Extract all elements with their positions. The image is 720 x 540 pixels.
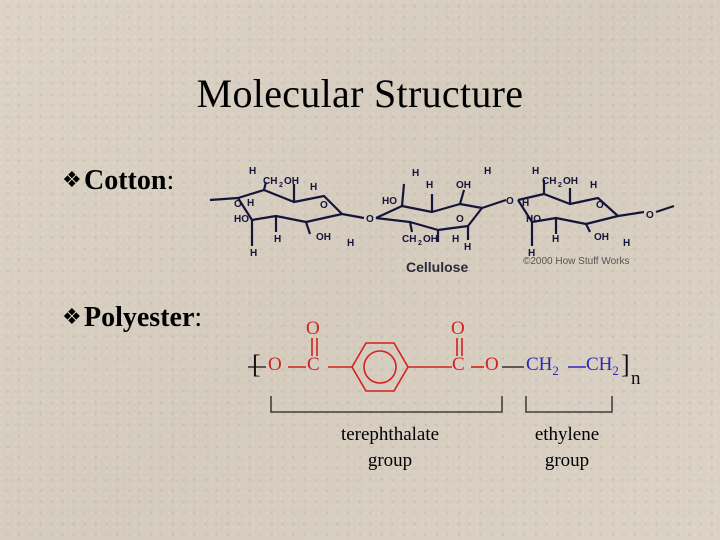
bullet-colon: : <box>166 165 175 196</box>
svg-text:OH: OH <box>563 176 578 187</box>
svg-text:2: 2 <box>279 182 283 189</box>
svg-text:H: H <box>522 198 529 209</box>
svg-text:H: H <box>426 180 433 191</box>
svg-text:OH: OH <box>284 176 299 187</box>
svg-text:O: O <box>456 214 464 225</box>
svg-text:CH: CH <box>402 234 416 245</box>
bullet-polyester: ❖Polyester: <box>62 302 202 334</box>
ethylene-ch2: CH2 <box>586 354 619 378</box>
svg-text:H: H <box>274 234 281 245</box>
polyester-diagram <box>248 338 613 413</box>
svg-text:HO: HO <box>234 214 249 225</box>
svg-text:H: H <box>452 234 459 245</box>
atom-label: CH <box>263 176 277 187</box>
svg-text:OH: OH <box>594 232 609 243</box>
svg-text:OH: OH <box>423 234 438 245</box>
repeat-subscript: n <box>631 368 641 389</box>
svg-text:H: H <box>590 180 597 191</box>
svg-text:2: 2 <box>558 182 562 189</box>
bracket-open: [ <box>252 350 261 379</box>
svg-text:O: O <box>646 210 654 221</box>
svg-text:H: H <box>528 248 535 259</box>
diamond-bullet-icon: ❖ <box>62 167 82 192</box>
svg-text:H: H <box>532 166 539 177</box>
atom-label: H <box>249 166 256 177</box>
svg-text:H: H <box>347 238 354 249</box>
svg-text:O: O <box>234 199 242 210</box>
slide-title: Molecular Structure <box>196 71 524 116</box>
group-label-ethylene: ethylene group <box>534 424 600 471</box>
atom-carbon: C <box>307 354 320 375</box>
diamond-bullet-icon: ❖ <box>62 304 82 329</box>
svg-text:HO: HO <box>526 214 541 225</box>
ethylene-ch2: CH2 <box>526 354 559 378</box>
cellulose-structure-figure: H CH 2 OH H H HO O H H OH H O O HO H H O… <box>206 160 676 280</box>
svg-text:H: H <box>623 238 630 249</box>
polyester-structure-figure: [ O C O C O O CH2 CH2 ] n terephthalate … <box>240 312 660 472</box>
svg-text:O: O <box>596 200 604 211</box>
svg-text:H: H <box>552 234 559 245</box>
group-label-terephthalate: terephthalate group <box>340 424 440 471</box>
svg-text:OH: OH <box>456 180 471 191</box>
atom-oxygen: O <box>451 318 465 339</box>
bracket-close: ] <box>621 350 630 379</box>
svg-text:H: H <box>250 248 257 259</box>
bullet-colon: : <box>194 302 203 333</box>
svg-text:H: H <box>412 168 419 179</box>
bullet-label-cotton: Cotton <box>84 165 167 196</box>
svg-text:O: O <box>320 200 328 211</box>
atom-oxygen: O <box>268 354 282 375</box>
atom-oxygen: O <box>485 354 499 375</box>
copyright-credit: ©2000 How Stuff Works <box>523 256 630 267</box>
atom-oxygen: O <box>306 318 320 339</box>
cellulose-diagram: H CH 2 OH H H HO O H H OH H O O HO H H O… <box>209 166 675 259</box>
svg-text:O: O <box>366 214 374 225</box>
cellulose-caption: Cellulose <box>406 259 469 275</box>
svg-text:2: 2 <box>418 240 422 247</box>
bullet-cotton: ❖Cotton: <box>62 165 174 197</box>
svg-text:CH: CH <box>542 176 556 187</box>
svg-text:H: H <box>247 198 254 209</box>
svg-text:OH: OH <box>316 232 331 243</box>
bullet-label-polyester: Polyester <box>84 302 195 333</box>
svg-text:H: H <box>484 166 491 177</box>
atom-carbon: C <box>452 354 465 375</box>
svg-text:O: O <box>506 196 514 207</box>
svg-text:H: H <box>464 242 471 253</box>
svg-text:HO: HO <box>382 196 397 207</box>
svg-text:H: H <box>310 182 317 193</box>
